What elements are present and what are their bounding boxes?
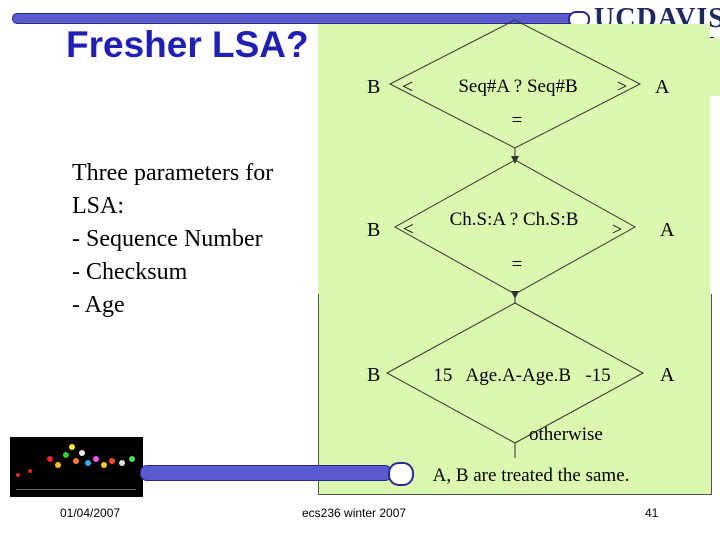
- body-line-4: - Checksum: [72, 259, 188, 285]
- checksum-right-operator: >: [612, 219, 622, 239]
- checksum-right-outcome: A: [660, 219, 675, 241]
- checksum-condition: Ch.S:A ? Ch.S:B: [450, 209, 579, 230]
- seq-right-outcome: A: [655, 76, 670, 98]
- age-condition: 15 Age.A-Age.B -15: [433, 365, 610, 386]
- arrowhead-checksum: [511, 291, 519, 299]
- age-left-outcome: B: [367, 364, 380, 386]
- decorative-thumbnail-image: [10, 437, 143, 497]
- body-line-1: Three parameters for: [72, 160, 274, 186]
- body-line-3: - Sequence Number: [72, 226, 263, 252]
- bottom-bar-knob: [388, 462, 414, 486]
- seq-left-operator: <: [402, 76, 413, 98]
- seq-left-outcome: B: [367, 76, 380, 98]
- seq-condition: Seq#A ? Seq#B: [458, 76, 577, 97]
- age-right-outcome: A: [660, 364, 675, 386]
- checksum-equal-label: =: [512, 254, 523, 275]
- body-line-2: LSA:: [72, 193, 125, 219]
- seq-right-operator: >: [617, 76, 627, 96]
- thumbnail-dots-graphic: [16, 444, 136, 490]
- footer-course: ecs236 winter 2007: [302, 506, 407, 520]
- flowchart-panel-strip: [710, 38, 720, 96]
- checksum-left-operator: <: [403, 219, 414, 240]
- age-otherwise-label: otherwise: [529, 424, 603, 445]
- footer-page-number: 41: [645, 506, 659, 520]
- body-text: Three parameters for LSA: - Sequence Num…: [72, 157, 273, 322]
- seq-equal-label: =: [512, 110, 523, 131]
- arrowhead-seq: [511, 156, 519, 164]
- final-outcome: A, B are treated the same.: [433, 465, 630, 486]
- footer-date: 01/04/2007: [60, 506, 121, 520]
- slide-title: Fresher LSA?: [66, 24, 309, 65]
- flowchart-panel-bottom: [318, 294, 712, 495]
- body-line-5: - Age: [72, 292, 125, 318]
- checksum-left-outcome: B: [367, 219, 380, 241]
